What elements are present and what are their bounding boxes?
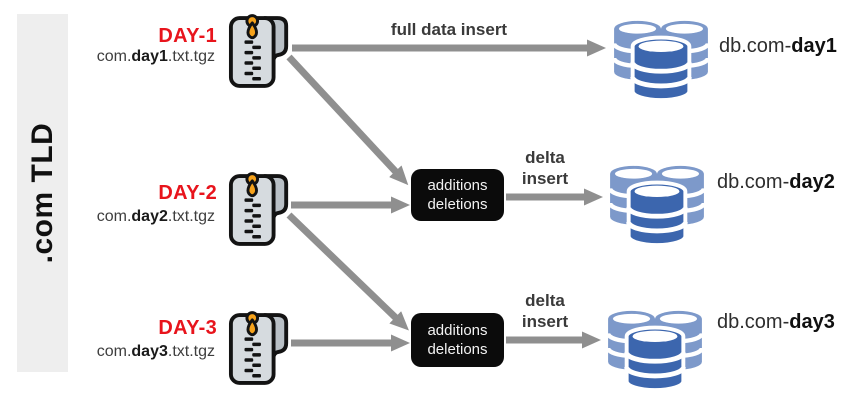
database-icon-day1 [612,17,710,103]
db-day1-prefix: db.com- [719,35,792,57]
day3-filename: com.day3.txt.tgz [55,343,215,361]
day3-file-suffix: .txt.tgz [167,343,215,360]
db-day2-prefix: db.com- [717,171,790,193]
day1-file-prefix: com. [96,48,132,65]
zip-archive-icon-day2 [228,171,292,249]
db-day2-bold: day2 [789,171,835,193]
db-day3-prefix: db.com- [717,311,790,333]
day3-title: DAY-3 [158,317,217,339]
day2-file-bold: day2 [131,208,168,225]
diff-box-day3-line2: deletions [427,341,488,358]
arrow-day2-to-diff3 [286,212,409,331]
db-day1-label: db.com-day1 [719,35,837,58]
db-day3-bold: day3 [789,311,835,333]
full-data-insert-label: full data insert [390,20,508,39]
day1-title: DAY-1 [158,25,217,47]
delta-insert-label-day2: delta insert [503,147,587,189]
day2-title: DAY-2 [158,182,217,204]
db-day1-bold: day1 [791,35,837,57]
day3-file-prefix: com. [96,343,132,360]
database-icon-day3 [606,307,704,393]
zip-archive-icon-day1 [228,13,292,91]
db-day2-label: db.com-day2 [717,171,835,194]
diff-box-day3-line1: additions [427,322,488,339]
database-icon-day2 [608,162,706,248]
diff-box-day2: additions deletions [411,169,504,221]
day1-filename: com.day1.txt.tgz [55,48,215,66]
db-day3-label: db.com-day3 [717,311,835,334]
delta-label-line1: delta [525,148,565,167]
day1-file-suffix: .txt.tgz [167,48,215,65]
day3-file-bold: day3 [131,343,168,360]
diff-box-day3: additions deletions [411,313,504,367]
delta-label-line2: insert [521,169,569,188]
zip-archive-icon-day3 [228,310,292,388]
delta-insert-label-day3: delta insert [503,290,587,332]
delta-label-line2: insert [521,312,569,331]
tld-sidebar: .com TLD [17,14,68,372]
day2-filename: com.day2.txt.tgz [55,208,215,226]
diff-box-day2-line1: additions [427,177,488,194]
arrow-day1-to-diff2 [286,54,409,186]
day2-file-prefix: com. [96,208,132,225]
diff-box-day2-line2: deletions [427,196,488,213]
day2-file-suffix: .txt.tgz [167,208,215,225]
delta-label-line1: delta [525,291,565,310]
day1-file-bold: day1 [131,48,168,65]
